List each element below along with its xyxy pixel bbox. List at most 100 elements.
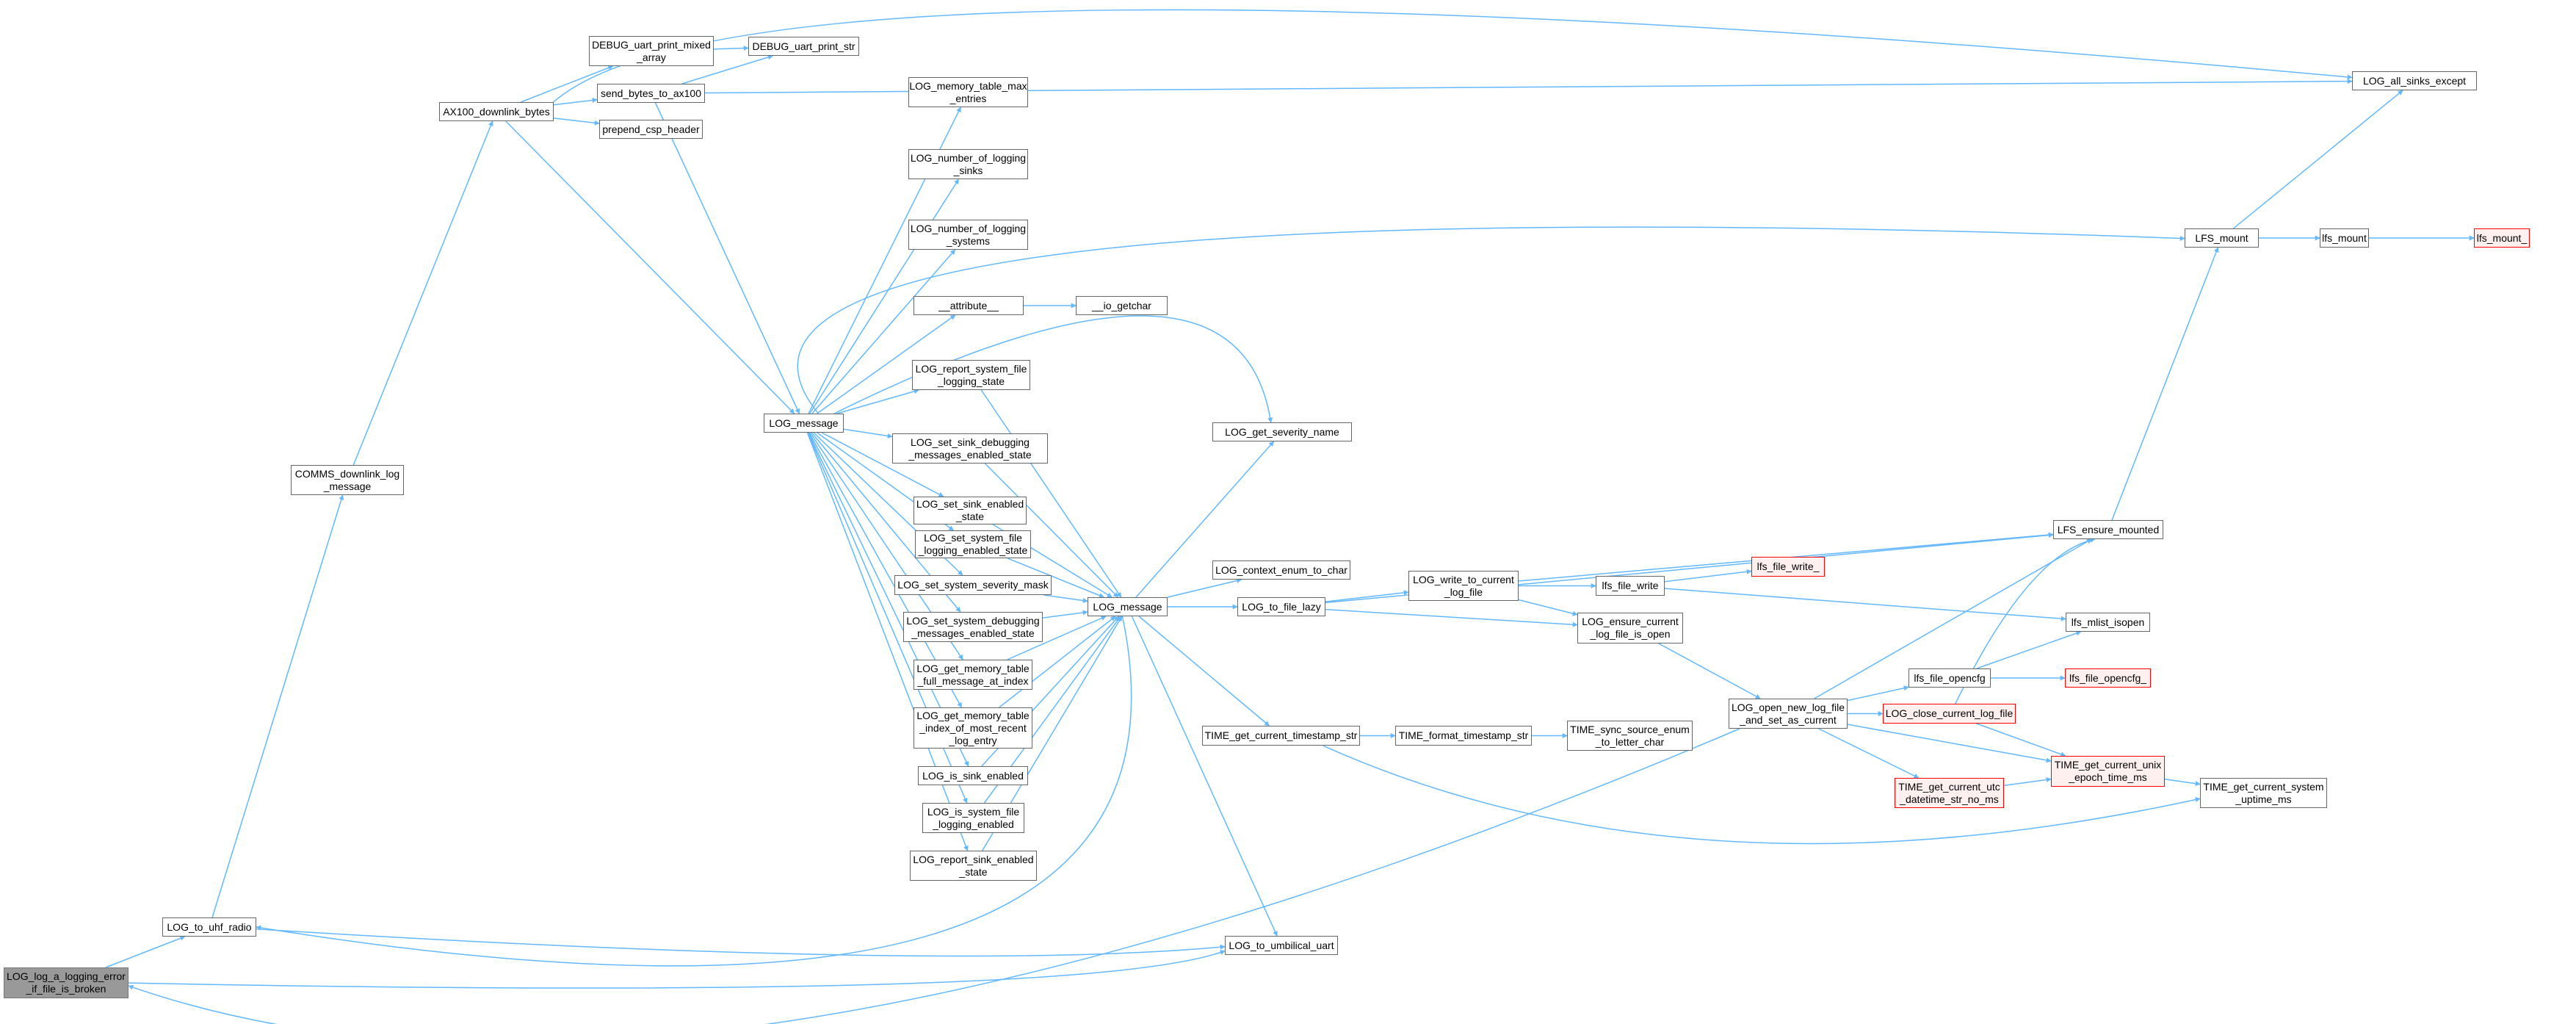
edge-ax100-to-csp (553, 118, 600, 126)
node-sevmask[interactable]: LOG_set_system_severity_mask (894, 575, 1052, 595)
node-mlist[interactable]: lfs_mlist_isopen (2066, 613, 2150, 632)
edge-memidx-to-msgC (999, 616, 1116, 708)
edge-msgC-to-tsstr (1138, 616, 1270, 726)
node-lfsmountu[interactable]: LFS_mount (2185, 228, 2259, 248)
node-sendb[interactable]: send_bytes_to_ax100 (597, 84, 705, 103)
edge-comms-to-ax100 (352, 120, 493, 466)
edge-msgC-to-ctxenum (1167, 578, 1242, 598)
edge-uhf-to-comms (211, 494, 344, 918)
node-ax100[interactable]: AX100_downlink_bytes (439, 102, 554, 121)
edge-filelazy-to-writecur (1325, 590, 1409, 602)
node-lfsens[interactable]: LFS_ensure_mounted (2053, 520, 2163, 539)
node-lfsmount-[interactable]: lfs_mount_ (2474, 228, 2530, 248)
edge-writecur-to-ensurecur (1518, 599, 1578, 616)
node-msgc[interactable]: LOG_message (1088, 597, 1168, 616)
node-nsinks[interactable]: LOG_number_of_logging _sinks (908, 149, 1028, 179)
edge-root-to-umb (128, 950, 1226, 989)
node-memmax[interactable]: LOG_memory_table_max _entries (908, 77, 1028, 107)
edge-uhf-to-umb (256, 929, 1226, 957)
edge-opennew-to-lfsens (1814, 538, 2092, 699)
node-nsys[interactable]: LOG_number_of_logging _systems (908, 220, 1028, 250)
edge-msgL-to-setsinken (821, 432, 944, 497)
edge-root-to-uhf (105, 936, 186, 968)
node-memidx[interactable]: LOG_get_memory_table _index_of_most_rece… (913, 707, 1032, 749)
edge-msgL-to-attr (817, 314, 956, 414)
node-writecur[interactable]: LOG_write_to_current _log_file (1408, 571, 1519, 601)
node-opencfg[interactable]: lfs_file_opencfg (1909, 668, 1991, 688)
edge-ensurecur-to-opennew (1658, 643, 1761, 699)
node-tssync[interactable]: TIME_sync_source_enum _to_letter_char (1567, 721, 1693, 751)
node-uhf[interactable]: LOG_to_uhf_radio (162, 917, 256, 937)
edge-opencfg-to-mlist (1976, 630, 2082, 669)
edge-ax100-to-dbgmix (520, 65, 614, 103)
edge-opennew-to-root (128, 728, 1740, 1024)
node-setsinken[interactable]: LOG_set_sink_enabled _state (913, 497, 1027, 524)
node-allsinks[interactable]: LOG_all_sinks_except (2352, 71, 2477, 90)
edge-lfsmountU-to-allsinks (2232, 90, 2403, 229)
node-dbgmix[interactable]: DEBUG_uart_print_mixed _array (589, 36, 714, 66)
edge-opennew-to-utcstr (1818, 728, 1920, 779)
node-opennew[interactable]: LOG_open_new_log_file _and_set_as_curren… (1729, 699, 1848, 729)
node-lfswrite[interactable]: lfs_file_write (1596, 576, 1665, 596)
edge-lfsens-to-lfsmountU (2111, 247, 2219, 521)
node-utcstr[interactable]: TIME_get_current_utc _datetime_str_no_ms (1895, 778, 2004, 808)
edge-msgL-to-lfsmountU (797, 226, 2185, 414)
edge-opennew-to-unixms (1847, 724, 2052, 763)
edge-lfswrite-to-lfswrite_ (1664, 569, 1752, 583)
edge-lfswrite-to-mlist (1664, 588, 2066, 621)
edge-ax100-to-allsinks (553, 9, 2353, 103)
edge-sevmask-to-msgC (1043, 594, 1088, 603)
node-lfswrite-[interactable]: lfs_file_write_ (1751, 557, 1825, 577)
node-tsfmt[interactable]: TIME_format_timestamp_str (1395, 726, 1532, 746)
edge-sendb-to-dbgstr (681, 54, 773, 84)
node-comms[interactable]: COMMS_downlink_log _message (291, 465, 404, 495)
edge-sendb-to-msgL (654, 102, 800, 414)
edge-setsinkdbg-to-msgC (984, 463, 1119, 598)
edge-memfull-to-msgC (1007, 616, 1107, 660)
node-memfull[interactable]: LOG_get_memory_table _full_message_at_in… (913, 660, 1032, 690)
edge-repsys-to-msgC (980, 389, 1122, 598)
node-opencfg-[interactable]: lfs_file_opencfg_ (2065, 668, 2151, 688)
edge-tsstr-to-uptime (1323, 745, 2201, 845)
node-msgl[interactable]: LOG_message (764, 414, 844, 433)
node-issink[interactable]: LOG_is_sink_enabled (918, 766, 1028, 785)
node-sevname[interactable]: LOG_get_severity_name (1212, 422, 1352, 441)
node-closecur[interactable]: LOG_close_current_log_file (1883, 704, 2016, 724)
edge-msgL-to-nsinks (809, 179, 960, 414)
node-csp[interactable]: prepend_csp_header (599, 120, 703, 139)
node-filelazy[interactable]: LOG_to_file_lazy (1237, 597, 1325, 616)
node-issysfile[interactable]: LOG_is_system_file _logging_enabled (922, 803, 1024, 833)
node-uptime[interactable]: TIME_get_current_system _uptime_ms (2200, 778, 2327, 808)
edge-msgC-to-uhf (256, 616, 1132, 967)
node-repsink[interactable]: LOG_report_sink_enabled _state (910, 851, 1037, 881)
node-setsysfile[interactable]: LOG_set_system_file _logging_enabled_sta… (915, 530, 1031, 558)
node-ensurecur[interactable]: LOG_ensure_current _log_file_is_open (1577, 613, 1683, 643)
node-setsinkdbg[interactable]: LOG_set_sink_debugging _messages_enabled… (892, 433, 1048, 464)
edge-closecur-to-lfsens (1955, 537, 2096, 704)
edge-unixms-to-uptime (2164, 779, 2201, 787)
edge-msgL-to-repsys (836, 389, 919, 414)
node-lfsmount[interactable]: lfs_mount (2320, 228, 2369, 248)
edge-ax100-to-sendb (553, 97, 598, 106)
edge-opennew-to-opencfg (1847, 685, 1909, 702)
node-dbgstr[interactable]: DEBUG_uart_print_str (748, 37, 859, 56)
node-ctxenum[interactable]: LOG_context_enum_to_char (1212, 560, 1350, 580)
edge-utcstr-to-unixms (2003, 776, 2052, 787)
edge-ax100-to-msgL (505, 120, 795, 414)
edge-msgC-to-sevname (1135, 441, 1275, 598)
node-unixms[interactable]: TIME_get_current_unix _epoch_time_ms (2051, 756, 2165, 787)
node-setsysdbg[interactable]: LOG_set_system_debugging _messages_enabl… (903, 612, 1043, 642)
node-getchar[interactable]: __io_getchar (1076, 296, 1168, 315)
node-repsys[interactable]: LOG_report_system_file _logging_state (912, 360, 1030, 390)
edge-setsysfile-to-msgC (1007, 558, 1104, 598)
edge-msgL-to-sevname (833, 315, 1273, 423)
node-umb[interactable]: LOG_to_umbilical_uart (1225, 936, 1338, 955)
node-root[interactable]: LOG_log_a_logging_error _if_file_is_brok… (4, 967, 129, 998)
edge-msgL-to-setsinkdbg (843, 428, 893, 439)
node-attr[interactable]: __attribute__ (913, 296, 1024, 315)
edge-closecur-to-unixms (1976, 723, 2066, 757)
node-tsstr[interactable]: TIME_get_current_timestamp_str (1202, 726, 1360, 746)
edge-msgC-to-umb (1131, 616, 1278, 937)
